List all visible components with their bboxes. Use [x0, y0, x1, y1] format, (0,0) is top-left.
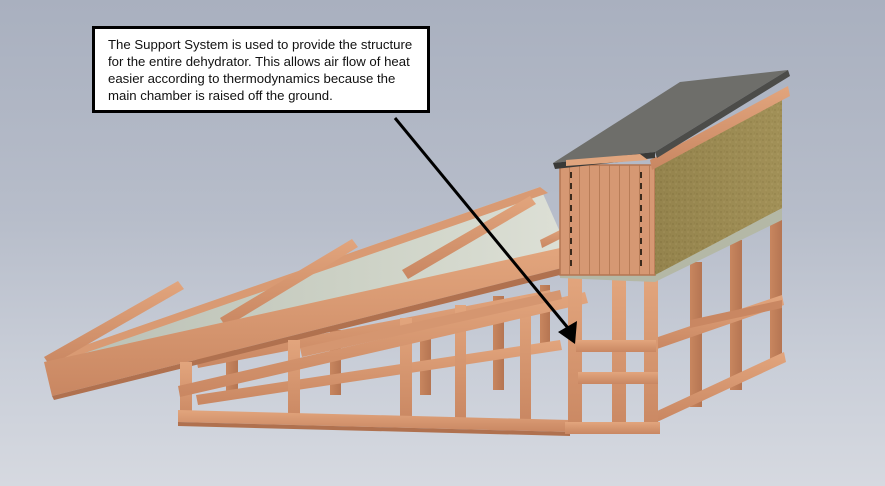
collector-panel: [44, 187, 572, 400]
callout-text: The Support System is used to provide th…: [108, 37, 413, 103]
callout-box: The Support System is used to provide th…: [92, 26, 430, 113]
chamber-support-tower: [565, 205, 786, 434]
callout-arrow: [393, 117, 577, 344]
main-chamber: [553, 70, 790, 282]
front-support-frame: [178, 290, 588, 436]
